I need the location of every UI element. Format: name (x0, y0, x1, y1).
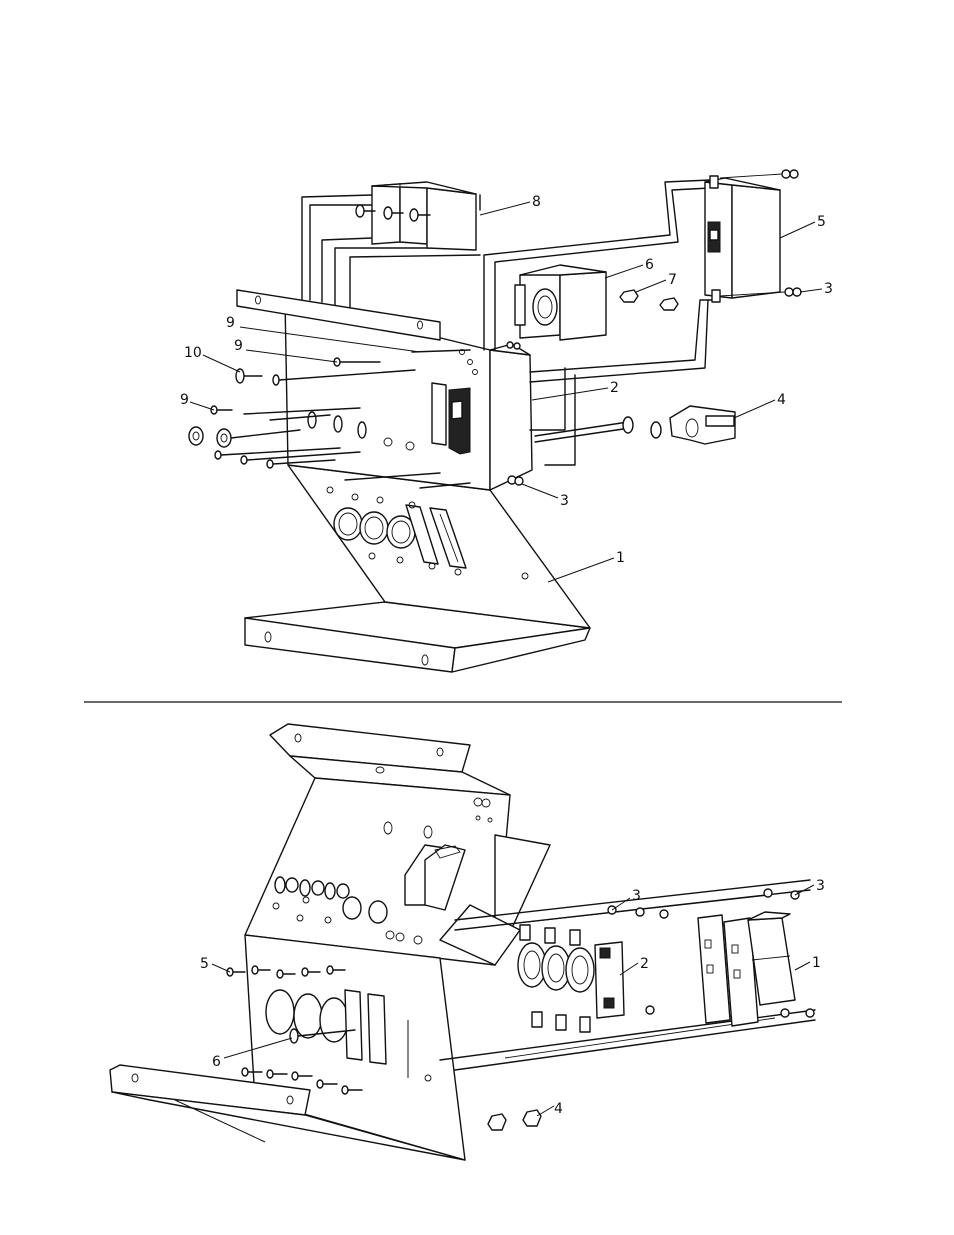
callout-10: 10 (184, 345, 202, 361)
bottom-exploded-view: 3 3 5 2 1 6 4 (110, 724, 825, 1160)
inlet-plug (623, 406, 735, 444)
callout-1: 1 (812, 955, 821, 971)
duplex-receptacles (698, 912, 795, 1026)
callout-4: 4 (777, 392, 786, 408)
callout-3-b: 3 (816, 878, 825, 894)
callout-2: 2 (610, 380, 619, 396)
callout-3-a: 3 (632, 888, 641, 904)
callout-9-c: 9 (180, 392, 189, 408)
callout-1: 1 (616, 550, 625, 566)
breaker-module (705, 176, 780, 302)
toggle-switches (356, 182, 476, 250)
callout-2: 2 (640, 956, 649, 972)
callout-6: 6 (645, 257, 654, 273)
callout-3-lower: 3 (560, 493, 569, 509)
callout-6: 6 (212, 1054, 221, 1070)
callout-5: 5 (200, 956, 209, 972)
callout-4: 4 (554, 1101, 563, 1117)
callout-8: 8 (532, 194, 541, 210)
callout-9-a: 9 (226, 315, 235, 331)
receptacles-row (518, 925, 624, 1032)
callout-9-b: 9 (234, 338, 243, 354)
callout-3-upper: 3 (824, 281, 833, 297)
top-exploded-view: 8 6 7 5 3 9 9 10 9 2 4 3 1 (180, 170, 833, 672)
callout-7: 7 (668, 272, 677, 288)
round-receptacle (515, 265, 606, 340)
callout-5: 5 (817, 214, 826, 230)
